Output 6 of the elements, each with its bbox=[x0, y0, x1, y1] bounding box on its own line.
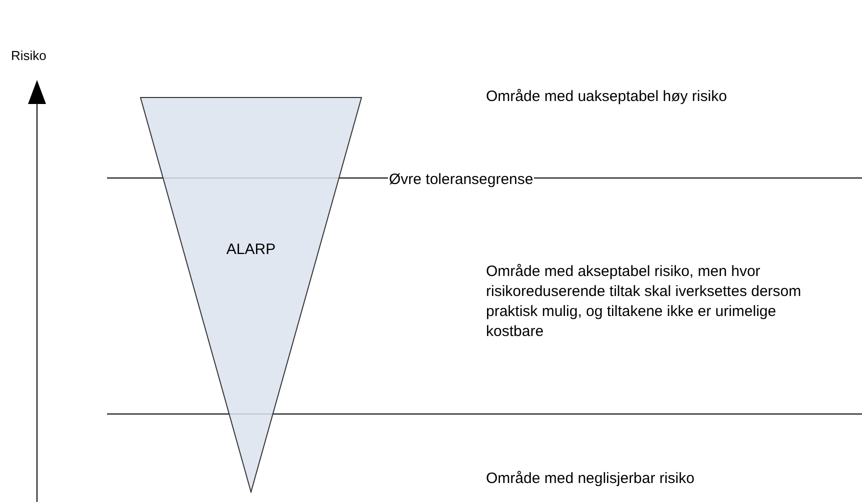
region-label: Område med uakseptabel høy risiko bbox=[485, 87, 728, 107]
axis-label: Risiko bbox=[10, 47, 48, 65]
region-label: Område med neglisjerbar risiko bbox=[485, 469, 696, 489]
region-label: Område med akseptabel risiko, men hvor risikoreduserende tiltak skal iverksettes dersom praktisk mulig, og tiltakene ikke er urimelige kostbare bbox=[485, 262, 802, 342]
triangle bbox=[140, 97, 362, 493]
node-label: ALARP bbox=[225, 240, 277, 260]
